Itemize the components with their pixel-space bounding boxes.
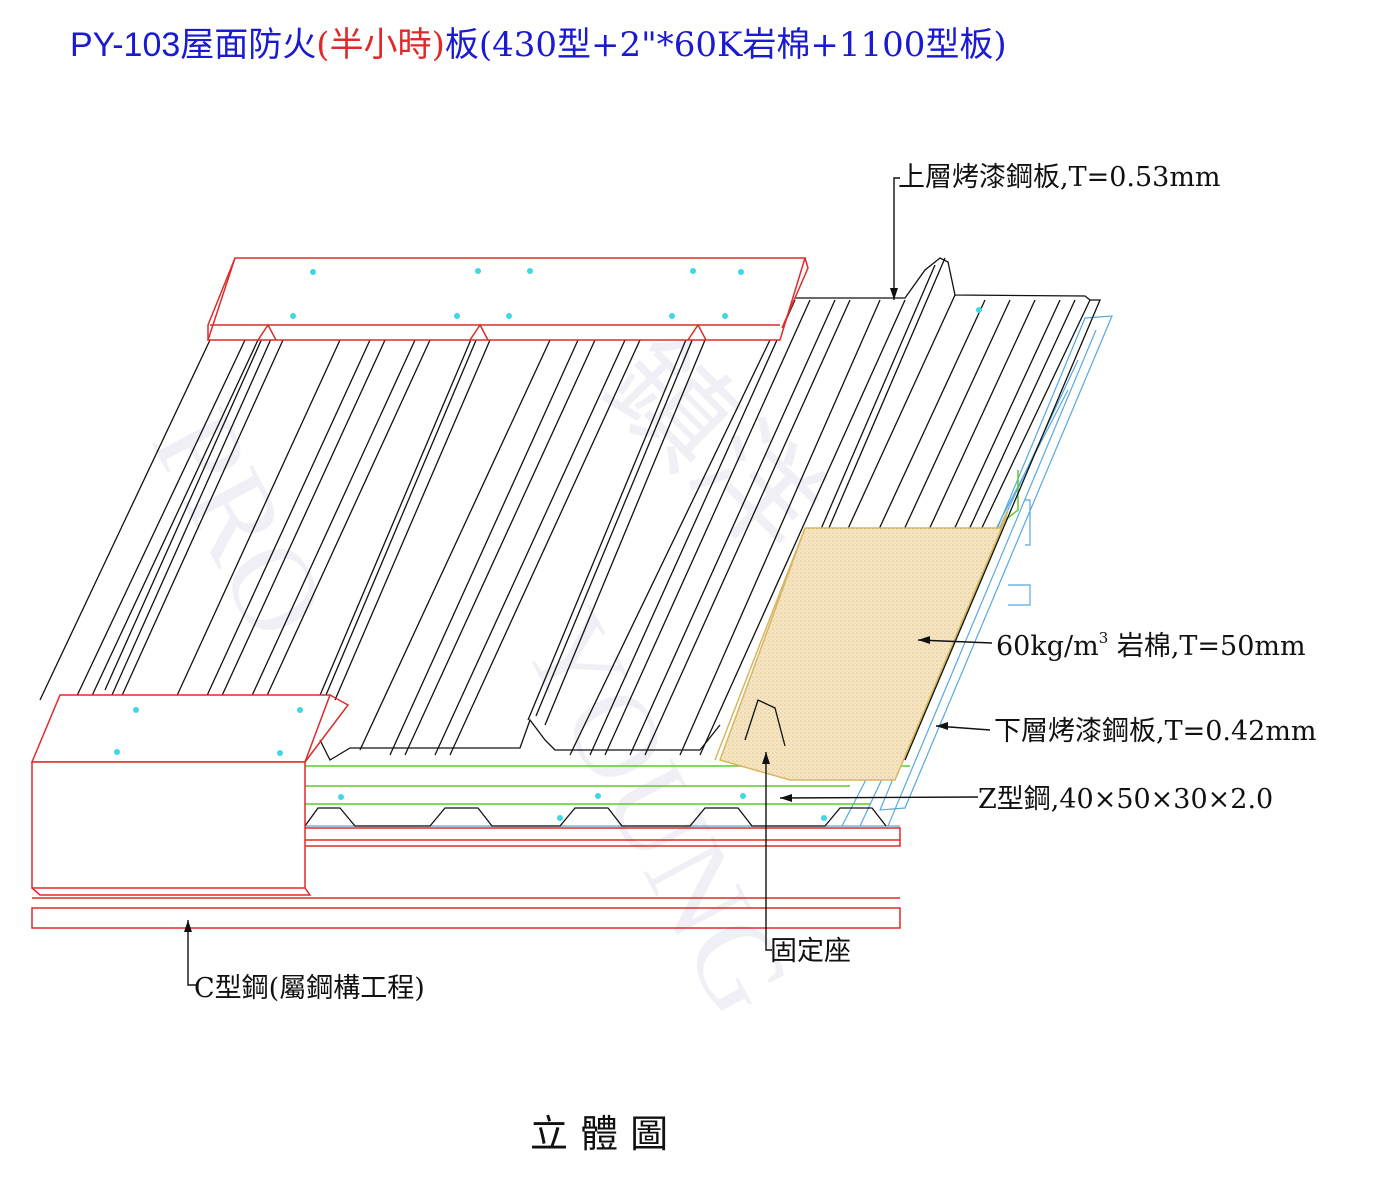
label-c-steel: C型鋼(屬鋼構工程) <box>194 973 425 1004</box>
title-paren-close: ) <box>432 25 445 65</box>
upper-sheet-outline <box>319 257 1101 761</box>
fixing-seat <box>744 699 786 747</box>
label-rock-wool: 60kg/m3 岩棉,T=50mm <box>996 629 1306 662</box>
rivets <box>114 268 982 821</box>
title-part1: 屋面防火 <box>180 25 316 65</box>
label-rock-wool-thickness: 岩棉,T=50mm <box>1108 631 1305 662</box>
title-paren-open: ( <box>316 25 329 65</box>
label-rock-wool-superscript: 3 <box>1099 629 1109 647</box>
eave-flashing <box>30 694 350 896</box>
caption: 立 體 圖 <box>530 1112 668 1156</box>
label-lower-sheet: 下層烤漆鋼板,T=0.42mm <box>994 716 1317 747</box>
title-part2: 板(430型+2"*60K岩棉+1100型板) <box>445 25 1007 65</box>
watermark-pro: PRO <box>127 390 354 659</box>
ridge-flashing <box>206 257 809 341</box>
page-title: PY-103屋面防火(半小時)板(430型+2"*60K岩棉+1100型板) <box>70 25 1007 65</box>
lower-profile-trapezoids <box>304 807 887 827</box>
upper-sheet-ribs <box>39 257 1091 756</box>
label-upper-sheet: 上層烤漆鋼板,T=0.53mm <box>898 162 1221 193</box>
title-highlight: 半小時 <box>330 25 432 65</box>
label-fixing-seat: 固定座 <box>770 936 851 967</box>
label-rock-wool-density: 60kg/m <box>996 631 1099 662</box>
rock-wool <box>714 509 1009 781</box>
c-steel-purlin <box>31 827 901 929</box>
leader-lines <box>184 177 993 986</box>
title-code: PY-103 <box>70 26 180 64</box>
label-z-steel: Z型鋼,40×50×30×2.0 <box>978 784 1273 815</box>
